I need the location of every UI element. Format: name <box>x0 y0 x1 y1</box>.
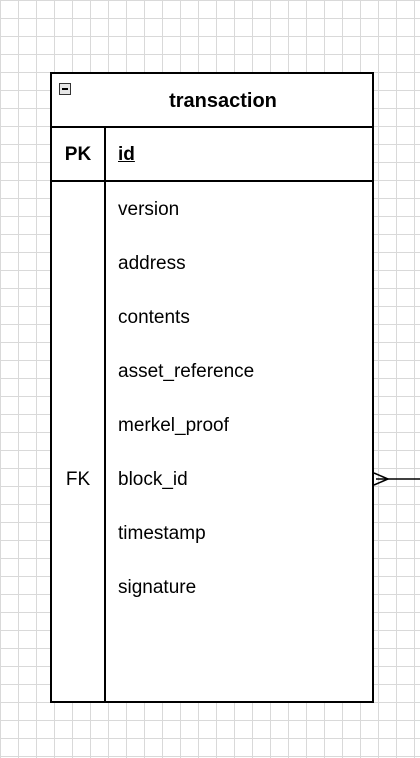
attribute-name[interactable]: block_id <box>118 469 188 490</box>
attribute-name[interactable]: address <box>118 253 186 274</box>
collapse-icon[interactable] <box>59 83 71 95</box>
attribute-name[interactable]: signature <box>118 577 197 598</box>
entity-header: transaction <box>52 74 372 128</box>
pk-attribute-name[interactable]: id <box>118 144 135 165</box>
attribute-row-contents[interactable]: contents <box>52 290 372 344</box>
key-column-divider <box>104 128 106 701</box>
crows-foot-connector[interactable] <box>374 470 420 488</box>
transaction-entity[interactable]: transaction PK id version address conten… <box>50 72 374 703</box>
primary-key-row[interactable]: PK id <box>52 128 372 182</box>
attribute-row-block-id[interactable]: FK block_id <box>52 452 372 506</box>
attribute-name[interactable]: asset_reference <box>118 361 255 382</box>
pk-label: PK <box>64 144 92 165</box>
attribute-row-address[interactable]: address <box>52 236 372 290</box>
attribute-name[interactable]: timestamp <box>118 523 206 544</box>
attribute-row-signature[interactable]: signature <box>52 560 372 614</box>
attribute-row-timestamp[interactable]: timestamp <box>52 506 372 560</box>
attribute-row-asset-reference[interactable]: asset_reference <box>52 344 372 398</box>
entity-title[interactable]: transaction <box>169 90 277 112</box>
attribute-row-merkel-proof[interactable]: merkel_proof <box>52 398 372 452</box>
attribute-name[interactable]: version <box>118 199 180 220</box>
attribute-row-version[interactable]: version <box>52 182 372 236</box>
attribute-name[interactable]: contents <box>118 307 190 328</box>
crows-foot-icon <box>374 472 390 486</box>
fk-label: FK <box>65 469 91 490</box>
attribute-name[interactable]: merkel_proof <box>118 415 229 436</box>
